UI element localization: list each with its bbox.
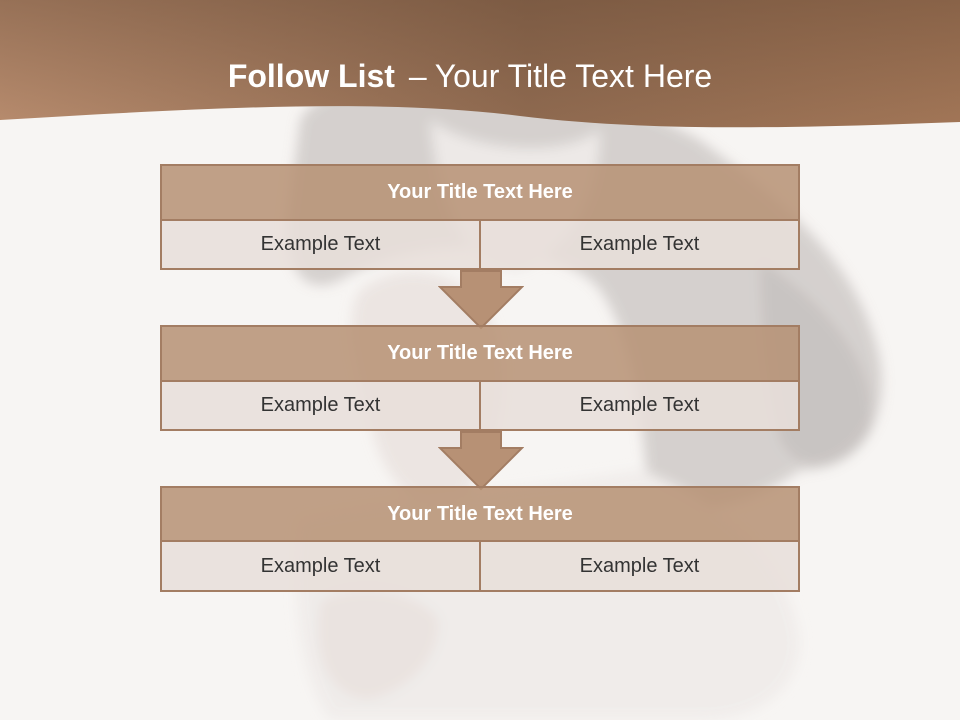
down-arrow-icon [438,431,524,491]
step-title: Your Title Text Here [160,325,800,382]
down-arrow-icon [438,270,524,330]
step-cell-left: Example Text [160,221,481,270]
step-cell-right: Example Text [479,542,800,592]
step-cell-right: Example Text [479,382,800,431]
step-title: Your Title Text Here [160,486,800,542]
slide-title-bold: Follow List [227,58,395,94]
slide-title: Follow List–Your Title Text Here [0,54,940,98]
step-title: Your Title Text Here [160,164,800,221]
step-cell-right: Example Text [479,221,800,270]
step-cell-left: Example Text [160,542,481,592]
slide-title-separator: – [408,58,427,94]
step-cell-left: Example Text [160,382,481,431]
header-banner [0,0,960,128]
slide-title-rest: Your Title Text Here [434,58,713,94]
